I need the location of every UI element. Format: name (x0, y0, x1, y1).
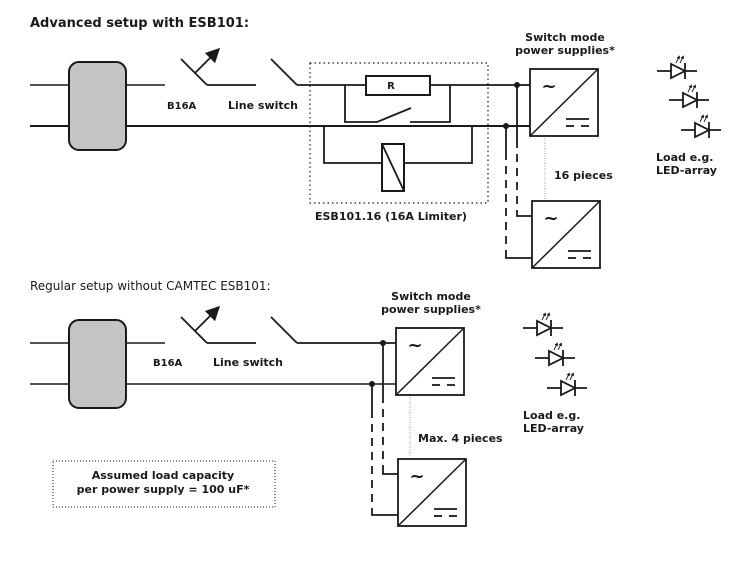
regular-load-label-line2: LED-array (523, 422, 584, 435)
advanced-source-block (68, 61, 127, 151)
limiter-boundary (309, 62, 489, 204)
advanced-pieces-label: 16 pieces (554, 169, 613, 182)
regular-breaker-label: B16A (153, 358, 183, 369)
regular-mains-wires (30, 342, 398, 385)
regular-setup-title: Regular setup without CAMTEC ESB101: (30, 279, 271, 293)
resistor-label: R (387, 81, 395, 92)
led-icon (547, 372, 587, 397)
regular-line-switch-label: Line switch (213, 356, 283, 369)
advanced-psu-1-ac-symbol: ~ (541, 76, 556, 97)
advanced-breaker-label: B16A (167, 101, 197, 112)
regular-line-switch-symbol (270, 316, 398, 344)
advanced-psu-2 (531, 200, 601, 269)
led-icon (523, 312, 563, 337)
advanced-load-label-line1: Load e.g. (656, 151, 713, 164)
limiter-label: ESB101.16 (16A Limiter) (315, 210, 467, 223)
advanced-psu-label-line1: Switch mode (525, 31, 605, 44)
note-line1: Assumed load capacity (92, 469, 234, 482)
advanced-psu-bus (503, 82, 532, 259)
regular-psu-label-line1: Switch mode (391, 290, 471, 303)
advanced-breaker-symbol (180, 47, 256, 86)
regular-psu-1 (395, 327, 465, 396)
note-line2: per power supply = 100 uF* (77, 483, 250, 496)
regular-psu-label-line2: power supplies* (381, 303, 481, 316)
advanced-psu-label-line2: power supplies* (515, 44, 615, 57)
advanced-psu-2-ac-symbol: ~ (543, 208, 558, 229)
regular-psu-1-ac-symbol: ~ (407, 335, 422, 356)
regular-pieces-label: Max. 4 pieces (418, 432, 503, 445)
load-capacity-note-box (52, 460, 276, 508)
advanced-line-switch-symbol (270, 58, 366, 86)
limiter-circuit (323, 75, 517, 192)
led-icon (681, 114, 721, 139)
advanced-line-switch-label: Line switch (228, 99, 298, 112)
advanced-load-label-line2: LED-array (656, 164, 717, 177)
advanced-setup-title: Advanced setup with ESB101: (30, 16, 249, 31)
advanced-psu-1 (529, 68, 599, 137)
regular-psu-2 (397, 458, 467, 527)
advanced-mains-wires (30, 84, 505, 127)
regular-source-block (68, 319, 127, 409)
regular-load-label-line1: Load e.g. (523, 409, 580, 422)
regular-psu-2-ac-symbol: ~ (409, 466, 424, 487)
led-icon (669, 84, 709, 109)
led-icon (535, 342, 575, 367)
regular-breaker-symbol (180, 305, 256, 344)
led-icon (657, 55, 697, 80)
regular-psu-bus (369, 340, 399, 516)
